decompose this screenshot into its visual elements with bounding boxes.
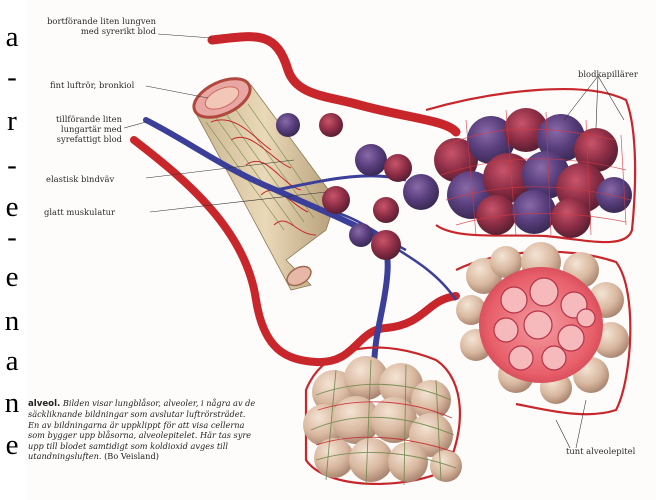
- strip-char: r: [0, 106, 24, 136]
- label-bronchiole: fint luftrör, bronkiol: [50, 80, 150, 90]
- figure-caption: alveol. Bilden visar lungblåsor, alveole…: [28, 398, 256, 461]
- lung-alveoli-illustration: bortförande liten lungven med syrerikt b…: [26, 0, 656, 500]
- opened-alveolus: [456, 242, 629, 404]
- strip-char: e: [0, 262, 24, 292]
- strip-char: -: [0, 62, 24, 92]
- strip-char: -: [0, 150, 24, 180]
- label-smooth-muscle: glatt muskulatur: [44, 207, 154, 217]
- label-elastic-tissue: elastisk bindväv: [46, 174, 146, 184]
- caption-heading: alveol.: [28, 399, 60, 409]
- strip-char: e: [0, 192, 24, 222]
- label-incoming-artery: tillförande liten lungartär med syrefatt…: [28, 114, 122, 144]
- strip-char: n: [0, 306, 24, 336]
- bronchiole-tube: [188, 71, 336, 290]
- label-capillaries: blodkapillärer: [578, 69, 654, 79]
- alveolar-sac-lower: [303, 356, 462, 485]
- strip-char: e: [0, 430, 24, 460]
- label-outgoing-vein: bortförande liten lungven med syrerikt b…: [28, 16, 156, 36]
- caption-credit: (Bo Veisland): [104, 451, 159, 461]
- strip-char: n: [0, 388, 24, 418]
- strip-char: a: [0, 346, 24, 376]
- strip-char: -: [0, 222, 24, 252]
- cropped-text-strip: a - r - e - e n a n e: [0, 0, 26, 500]
- label-alveolar-epithelium: tunt alveolepitel: [566, 446, 652, 456]
- strip-char: a: [0, 22, 24, 52]
